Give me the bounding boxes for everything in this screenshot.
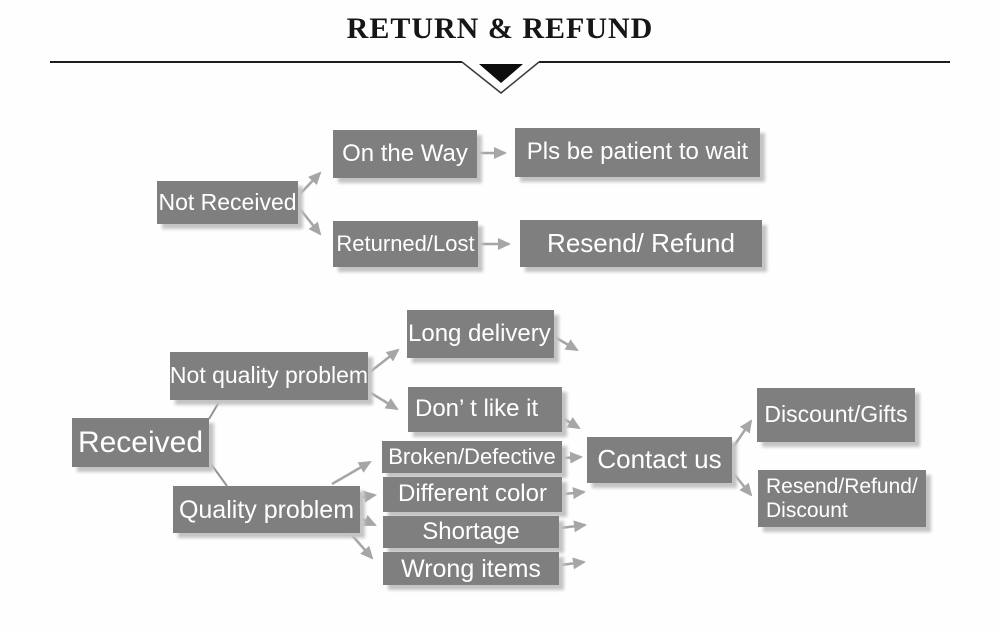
node-wrong-items: Wrong items: [383, 552, 559, 585]
node-received: Received: [72, 418, 209, 467]
page-title: RETURN & REFUND: [346, 12, 654, 45]
header-divider: [50, 61, 950, 94]
node-not-received: Not Received: [157, 181, 298, 224]
arrow-quality-to-shortage: [361, 514, 377, 527]
node-pls-be-patient: Pls be patient to wait: [515, 128, 760, 177]
connector-received-to-quality: [210, 463, 228, 487]
resend-refund-discount-line2: Discount: [766, 498, 848, 522]
arrow-wrong-items-to-contact-us: [560, 557, 586, 570]
arrow-broken-to-contact-us: [563, 451, 583, 464]
node-discount-gifts: Discount/Gifts: [757, 388, 915, 442]
node-different-color: Different color: [383, 477, 562, 512]
node-long-delivery: Long delivery: [407, 310, 554, 358]
arrow-not-received-to-on-the-way: [299, 171, 322, 195]
arrow-not-received-to-returned-lost: [299, 208, 322, 236]
arrow-not-quality-to-long-delivery: [369, 348, 400, 373]
arrow-quality-to-broken: [331, 460, 372, 486]
node-returned-lost: Returned/Lost: [333, 221, 478, 267]
node-not-quality-problem: Not quality problem: [170, 352, 368, 400]
node-quality-problem: Quality problem: [173, 486, 360, 533]
arrow-long-delivery-to-contact-us: [552, 334, 579, 352]
resend-refund-discount-line1: Resend/Refund/: [766, 474, 918, 498]
down-triangle-icon: [479, 64, 523, 83]
node-shortage: Shortage: [383, 516, 559, 548]
node-resend-refund-discount: Resend/Refund/ Discount: [758, 470, 926, 527]
node-broken-defective: Broken/Defective: [382, 441, 562, 473]
node-dont-like-it: Don’ t like it: [408, 387, 562, 432]
arrow-different-color-to-contact-us: [563, 487, 586, 500]
arrow-quality-to-wrong-items: [349, 532, 374, 560]
arrow-contact-us-to-discount-gifts: [732, 419, 753, 447]
node-on-the-way: On the Way: [333, 130, 477, 178]
arrow-quality-to-different-color: [361, 490, 377, 503]
arrow-not-quality-to-dont-like: [370, 391, 399, 411]
node-contact-us: Contact us: [587, 437, 732, 483]
arrow-shortage-to-contact-us: [559, 520, 587, 533]
arrow-contact-us-to-resend-discount: [733, 473, 753, 497]
connector-received-to-not-quality: [208, 401, 220, 420]
node-resend-refund: Resend/ Refund: [520, 220, 762, 267]
